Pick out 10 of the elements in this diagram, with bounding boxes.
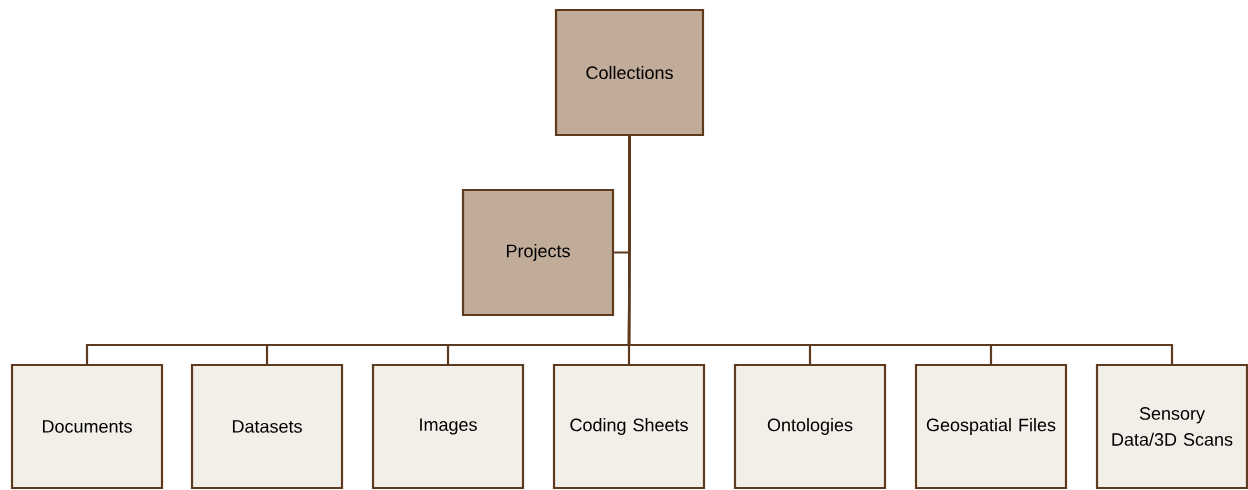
category-box: Documents bbox=[10, 363, 164, 490]
category-box: Datasets bbox=[190, 363, 344, 490]
hierarchy-box: Projects bbox=[461, 188, 615, 317]
category-box: Ontologies bbox=[733, 363, 887, 490]
category-box: Coding Sheets bbox=[552, 363, 706, 490]
category-box: Images bbox=[371, 363, 525, 490]
category-box: Sensory Data/3D Scans bbox=[1095, 363, 1248, 490]
category-box: Geospatial Files bbox=[914, 363, 1068, 490]
hierarchy-box: Collections bbox=[554, 8, 705, 137]
connector-line bbox=[627, 136, 1174, 364]
